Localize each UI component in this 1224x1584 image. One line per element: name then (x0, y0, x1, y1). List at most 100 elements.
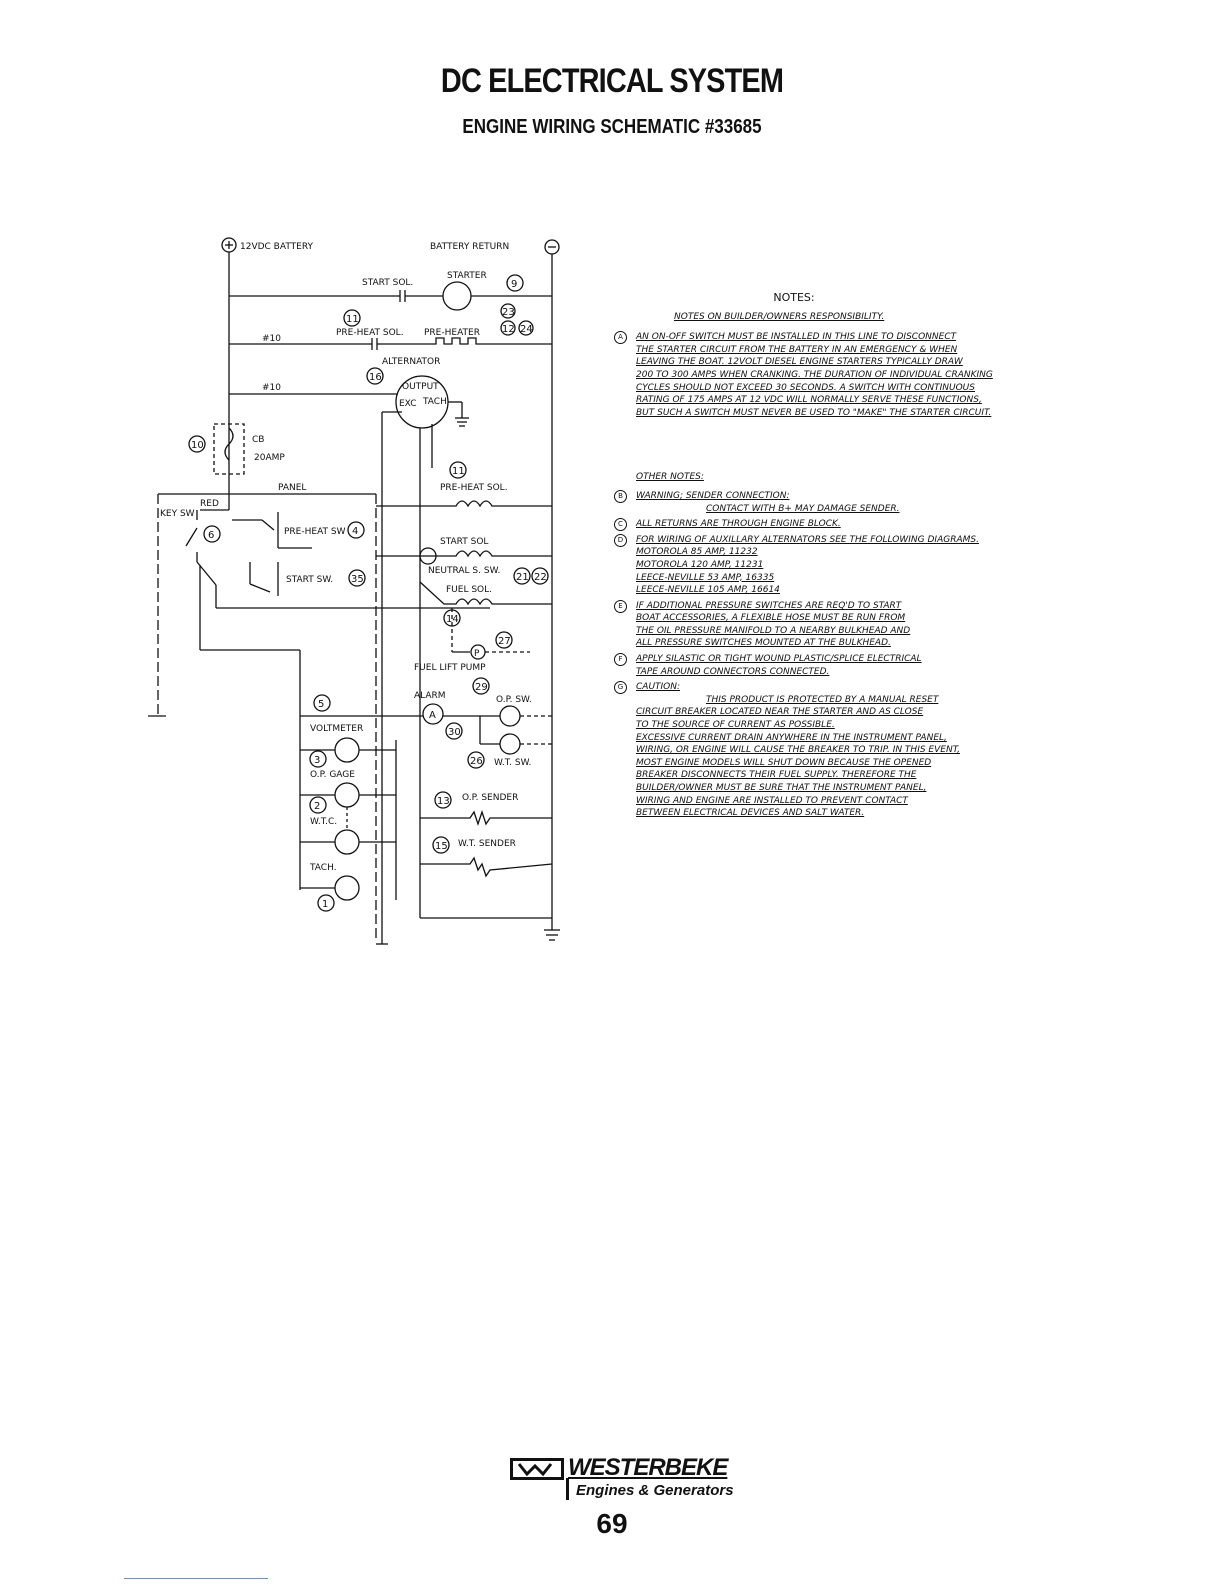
logo-wordmark: WESTERBEKE (568, 1454, 728, 1481)
note-line: ALL PRESSURE SWITCHES MOUNTED AT THE BUL… (636, 638, 891, 649)
tach-label: TACH. (309, 863, 337, 873)
alarm-a: A (429, 710, 436, 721)
red-wire-label: RED (200, 499, 219, 509)
op-gage (334, 782, 360, 808)
preheater-label: PRE-HEATER (424, 328, 480, 338)
note-line: RATING OF 175 AMPS AT 12 VDC WILL NORMAL… (636, 395, 982, 406)
note-g-marker: G (614, 681, 627, 695)
wire-num-35: 35 (351, 574, 364, 585)
wire-num-21: 21 (516, 572, 529, 583)
wiring-schematic: 12VDC BATTERY BATTERY RETURN START SOL. … (148, 237, 560, 945)
wire-num-5: 5 (318, 699, 324, 710)
wire-num-10: 10 (191, 440, 204, 451)
starter-label: STARTER (447, 271, 487, 281)
note-line: BETWEEN ELECTRICAL DEVICES AND SALT WATE… (636, 808, 865, 819)
wire-num-24: 24 (520, 324, 533, 335)
cb-amp-label: 20AMP (254, 453, 285, 463)
note-c-marker: C (614, 518, 627, 532)
start-sol-label: START SOL. (362, 278, 413, 288)
key-switch-label: KEY SW (160, 509, 195, 519)
note-line: MOTOROLA 120 AMP, 11231 (636, 559, 764, 570)
wt-switch-label: W.T. SW. (494, 758, 531, 768)
wire-num-15: 15 (435, 841, 448, 852)
note-line: BUT SUCH A SWITCH MUST NEVER BE USED TO … (636, 407, 992, 418)
wire-10-label-b: #10 (262, 383, 281, 393)
alt-output-label: OUTPUT (402, 382, 439, 392)
start-switch-label: START SW. (286, 575, 333, 585)
alarm (422, 703, 444, 725)
alt-tach-label: TACH (422, 397, 447, 407)
note-b: B WARNING; SENDER CONNECTION: CONTACT WI… (614, 489, 1114, 515)
wire-num-13: 13 (437, 796, 450, 807)
op-gage-label: O.P. GAGE (310, 770, 355, 780)
fuel-sol-label: FUEL SOL. (446, 585, 492, 595)
voltmeter-label: VOLTMETER (310, 724, 363, 734)
wt-sender (420, 856, 553, 878)
battery-positive-terminal (221, 237, 237, 253)
page-number: 69 (596, 1508, 628, 1539)
op-switch (499, 705, 521, 727)
wire-num-1: 1 (322, 899, 328, 910)
note-a: A AN ON-OFF SWITCH MUST BE INSTALLED IN … (614, 331, 1114, 419)
note-line: BUILDER/OWNER MUST BE SURE THAT THE INST… (636, 783, 927, 793)
wire-num-9: 9 (511, 279, 517, 290)
voltmeter (334, 737, 360, 763)
note-line: WARNING; SENDER CONNECTION: (636, 490, 790, 501)
notes-subheader: NOTES ON BUILDER/OWNERS RESPONSIBILITY. (674, 311, 885, 322)
note-d: D FOR WIRING OF AUXILLARY ALTERNATORS SE… (614, 533, 1114, 597)
note-d-marker: D (614, 533, 627, 547)
tachometer (334, 875, 360, 901)
wire-num-29: 29 (475, 682, 488, 693)
note-f: F APPLY SILASTIC OR TIGHT WOUND PLASTIC/… (614, 653, 1114, 678)
page-subtitle: ENGINE WIRING SCHEMATIC #33685 (462, 116, 762, 138)
op-sender (420, 809, 552, 827)
wtc-label: W.T.C. (310, 817, 337, 827)
other-notes-header: OTHER NOTES: (636, 472, 704, 483)
wt-gage (334, 829, 360, 855)
wire-num-30: 30 (448, 727, 461, 738)
note-line: TO THE SOURCE OF CURRENT AS POSSIBLE. (636, 720, 835, 731)
alternator-label: ALTERNATOR (382, 357, 440, 367)
note-line: MOTOROLA 85 AMP, 11232 (636, 547, 758, 558)
note-line: AN ON-OFF SWITCH MUST BE INSTALLED IN TH… (636, 332, 957, 343)
note-line: BOAT ACCESSORIES, A FLEXIBLE HOSE MUST B… (636, 613, 906, 624)
note-line: LEECE-NEVILLE 53 AMP, 16335 (636, 572, 775, 583)
op-sender-label: O.P. SENDER (462, 793, 518, 803)
wire-10-label-a: #10 (262, 334, 281, 344)
alt-exc-label: EXC (399, 399, 416, 409)
battery-negative-terminal (544, 239, 560, 255)
cb-label: CB (252, 435, 264, 445)
note-line: TAPE AROUND CONNECTORS CONNECTED. (636, 666, 830, 677)
note-line: THE STARTER CIRCUIT FROM THE BATTERY IN … (636, 344, 958, 355)
neutral-switch-label: NEUTRAL S. SW. (428, 566, 500, 576)
panel-label: PANEL (278, 483, 306, 493)
fuel-pump-label: FUEL LIFT PUMP (414, 663, 486, 673)
logo-bar (566, 1478, 569, 1500)
fuel-sol-coil (419, 581, 552, 606)
footer-link-underline (124, 1578, 268, 1579)
battery-return-label: BATTERY RETURN (430, 242, 509, 252)
wt-sender-label: W.T. SENDER (458, 839, 516, 849)
wire-num-11b: 11 (452, 466, 465, 477)
note-e-marker: E (614, 599, 627, 613)
wire-num-16: 16 (369, 372, 382, 383)
note-line: BREAKER DISCONNECTS THEIR FUEL SUPPLY. T… (636, 770, 917, 781)
battery-positive-label: 12VDC BATTERY (240, 242, 314, 252)
starter-motor (442, 281, 472, 311)
note-e: E IF ADDITIONAL PRESSURE SWITCHES ARE RE… (614, 599, 1114, 650)
logo-tagline: Engines & Generators (576, 1482, 734, 1499)
logo-mark-icon (510, 1458, 564, 1480)
westerbeke-logo: WESTERBEKE Engines & Generators (510, 1454, 770, 1500)
wire-num-22: 22 (534, 572, 547, 583)
note-line: ALL RETURNS ARE THROUGH ENGINE BLOCK. (636, 519, 841, 530)
fuel-pump-p: P (474, 649, 480, 659)
op-switch-label: O.P. SW. (496, 695, 532, 705)
note-line: LEAVING THE BOAT. 12VOLT DIESEL ENGINE S… (636, 357, 963, 368)
note-f-marker: F (614, 653, 627, 667)
preheat-sol-coil (376, 500, 552, 508)
note-line: 200 TO 300 AMPS WHEN CRANKING. THE DURAT… (636, 369, 993, 380)
note-line: THIS PRODUCT IS PROTECTED BY A MANUAL RE… (706, 694, 939, 705)
note-line: APPLY SILASTIC OR TIGHT WOUND PLASTIC/SP… (636, 654, 922, 665)
note-line: CAUTION: (636, 682, 681, 693)
wire-num-12: 12 (502, 324, 515, 335)
